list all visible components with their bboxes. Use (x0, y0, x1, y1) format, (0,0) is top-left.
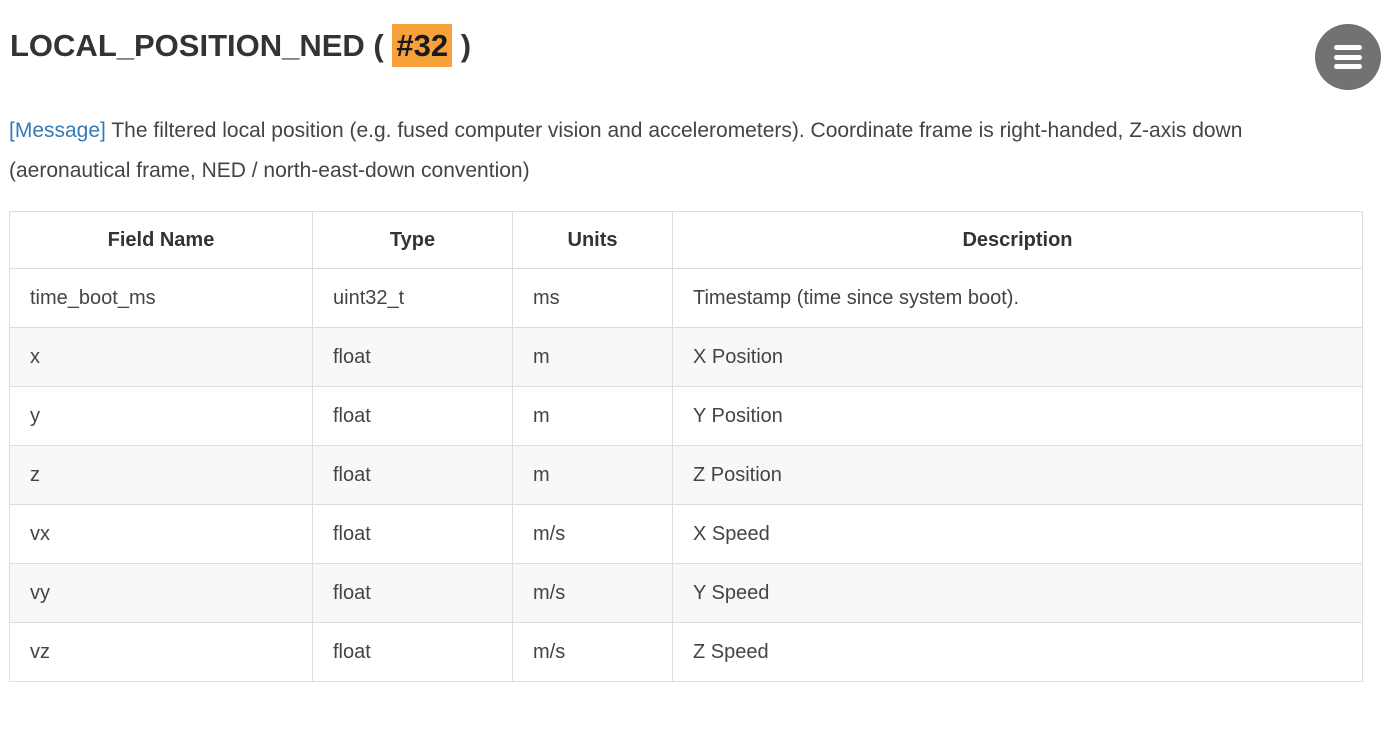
cell-type: float (312, 445, 513, 505)
cell-field: time_boot_ms (9, 268, 313, 328)
cell-field: y (9, 386, 313, 446)
cell-field: z (9, 445, 313, 505)
column-header-field-name: Field Name (9, 211, 313, 269)
cell-units: ms (512, 268, 673, 328)
cell-description: Y Speed (672, 563, 1363, 623)
cell-type: float (312, 386, 513, 446)
table-row: y float m Y Position (9, 386, 1363, 446)
cell-type: float (312, 504, 513, 564)
title-close-paren: ) (460, 28, 472, 63)
fields-table: Field Name Type Units Description time_b… (9, 211, 1363, 682)
cell-field: vy (9, 563, 313, 623)
cell-description: Z Speed (672, 622, 1363, 682)
message-description: [Message] The filtered local position (e… (9, 111, 1363, 191)
cell-field: vx (9, 504, 313, 564)
cell-field: vz (9, 622, 313, 682)
description-text: The filtered local position (e.g. fused … (9, 119, 1243, 182)
menu-button[interactable] (1315, 24, 1381, 90)
page-content: LOCAL_POSITION_NED ( #32 ) [Message] The… (0, 24, 1384, 682)
cell-type: float (312, 327, 513, 387)
table-row: z float m Z Position (9, 445, 1363, 505)
page-title: LOCAL_POSITION_NED ( #32 ) (10, 24, 1363, 67)
cell-type: float (312, 622, 513, 682)
cell-field: x (9, 327, 313, 387)
cell-type: uint32_t (312, 268, 513, 328)
table-row: vy float m/s Y Speed (9, 563, 1363, 623)
column-header-type: Type (312, 211, 513, 269)
cell-units: m (512, 386, 673, 446)
message-id-badge: #32 (392, 24, 453, 67)
table-row: vx float m/s X Speed (9, 504, 1363, 564)
hamburger-icon (1334, 41, 1362, 74)
cell-units: m/s (512, 563, 673, 623)
cell-units: m/s (512, 622, 673, 682)
cell-description: Z Position (672, 445, 1363, 505)
cell-description: X Position (672, 327, 1363, 387)
cell-units: m (512, 327, 673, 387)
message-name: LOCAL_POSITION_NED ( (10, 28, 384, 63)
column-header-units: Units (512, 211, 673, 269)
cell-units: m (512, 445, 673, 505)
column-header-description: Description (672, 211, 1363, 269)
table-header-row: Field Name Type Units Description (9, 211, 1363, 269)
table-row: x float m X Position (9, 327, 1363, 387)
cell-description: X Speed (672, 504, 1363, 564)
cell-type: float (312, 563, 513, 623)
cell-description: Timestamp (time since system boot). (672, 268, 1363, 328)
cell-description: Y Position (672, 386, 1363, 446)
table-row: vz float m/s Z Speed (9, 622, 1363, 682)
table-row: time_boot_ms uint32_t ms Timestamp (time… (9, 268, 1363, 328)
message-type-link[interactable]: [Message] (9, 119, 106, 142)
cell-units: m/s (512, 504, 673, 564)
